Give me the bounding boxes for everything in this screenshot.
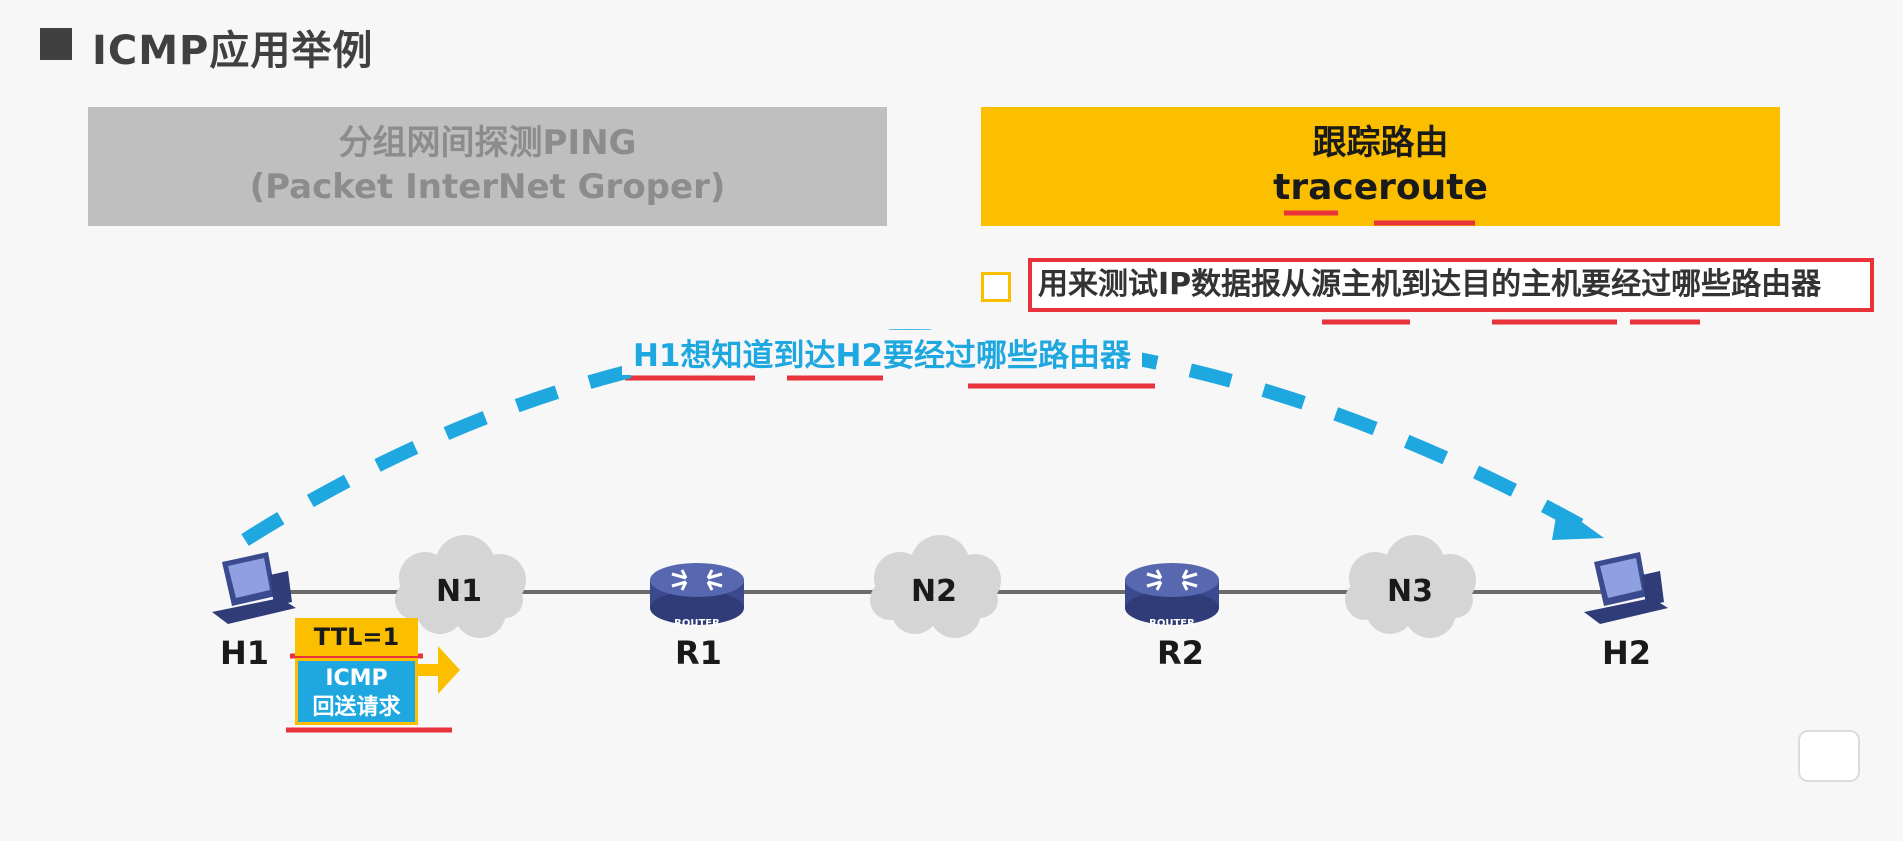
bullet-checkbox bbox=[981, 272, 1011, 302]
packet-direction-arrow bbox=[418, 646, 460, 694]
ping-subtitle: (Packet InterNet Groper) bbox=[249, 167, 726, 207]
icmp-packet: ICMP 回送请求 bbox=[295, 658, 418, 725]
router-icon: ROUTER bbox=[650, 563, 744, 629]
cloud-network-icon bbox=[870, 535, 1001, 638]
router-icon: ROUTER bbox=[1125, 563, 1219, 629]
title-bullet bbox=[40, 28, 72, 60]
host-label-h2: H2 bbox=[1602, 634, 1652, 672]
router-label-r1: R1 bbox=[675, 634, 722, 672]
traceroute-description: 用来测试IP数据报从源主机到达目的主机要经过哪些路由器 bbox=[1028, 258, 1874, 312]
cloud-label-n1: N1 bbox=[436, 574, 482, 609]
play-button[interactable] bbox=[1798, 730, 1860, 782]
arc-label: H1想知道到达H2要经过哪些路由器 bbox=[622, 330, 1142, 375]
router-badge: ROUTER bbox=[674, 618, 720, 629]
cloud-label-n2: N2 bbox=[911, 574, 957, 609]
host-label-h1: H1 bbox=[220, 634, 270, 672]
cloud-label-n3: N3 bbox=[1387, 574, 1433, 609]
arc-arrowhead bbox=[1552, 505, 1604, 540]
ttl-label: TTL=1 bbox=[295, 618, 418, 656]
icmp-packet-line1: ICMP bbox=[325, 666, 388, 691]
router-label-r2: R2 bbox=[1157, 634, 1204, 672]
ping-box: 分组网间探测PING (Packet InterNet Groper) bbox=[88, 107, 887, 226]
underline-annotations bbox=[286, 210, 1700, 733]
traceroute-subtitle: traceroute bbox=[1273, 167, 1488, 208]
page-title: ICMP应用举例 bbox=[92, 28, 374, 74]
traceroute-box: 跟踪路由 traceroute bbox=[981, 107, 1780, 226]
host-computer-icon bbox=[212, 552, 296, 624]
cloud-network-icon bbox=[1345, 535, 1476, 638]
traceroute-title: 跟踪路由 bbox=[1312, 123, 1449, 163]
ping-title: 分组网间探测PING bbox=[338, 123, 637, 163]
icmp-packet-line2: 回送请求 bbox=[312, 695, 401, 720]
host-computer-icon bbox=[1584, 552, 1668, 624]
cloud-network-icon bbox=[395, 535, 526, 638]
router-badge: ROUTER bbox=[1149, 618, 1195, 629]
